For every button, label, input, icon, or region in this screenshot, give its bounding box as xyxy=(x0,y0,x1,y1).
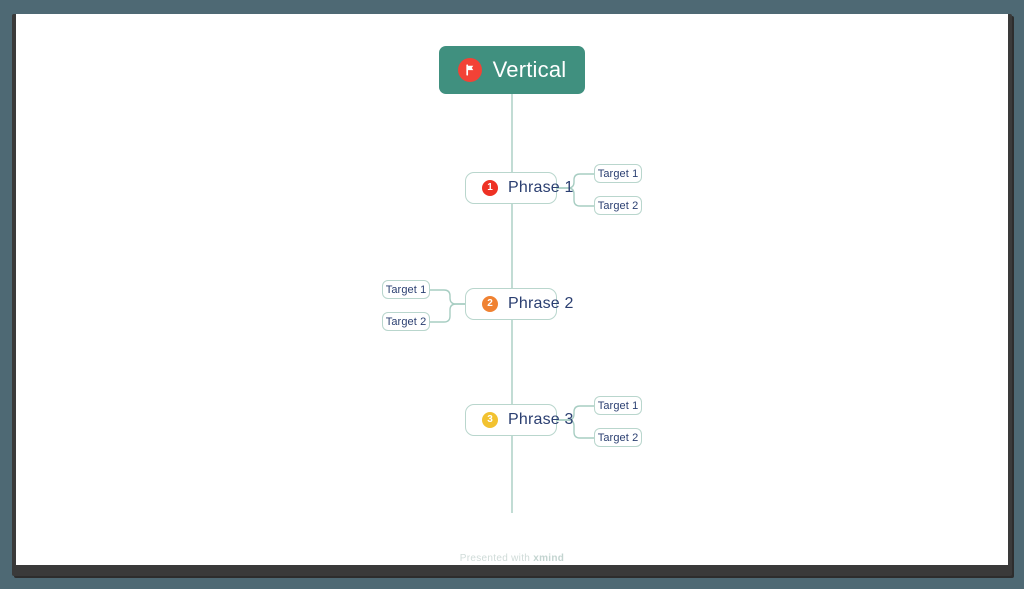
target-node-2-1[interactable]: Target 1 xyxy=(382,280,430,299)
branch-label-1: Phrase 1 xyxy=(508,179,574,196)
branch-badge-1: 1 xyxy=(482,180,498,196)
branch-node-phrase-1[interactable]: 1 Phrase 1 xyxy=(465,172,573,204)
connector-phrase2-target1 xyxy=(430,289,467,305)
target-label: Target 1 xyxy=(597,399,639,412)
footer-prefix: Presented with xyxy=(459,553,534,564)
footer-brand: xmind xyxy=(533,553,565,564)
branch-badge-2: 2 xyxy=(482,296,498,312)
connector-phrase2-target2 xyxy=(430,303,467,323)
target-node-3-1[interactable]: Target 1 xyxy=(594,396,642,415)
root-node[interactable]: Vertical xyxy=(439,46,585,94)
target-label: Target 2 xyxy=(597,431,639,444)
footer-credit: Presented with xmind xyxy=(16,553,1008,564)
branch-node-phrase-3[interactable]: 3 Phrase 3 xyxy=(465,404,573,436)
target-node-3-2[interactable]: Target 2 xyxy=(594,428,642,447)
mindmap-canvas[interactable]: Vertical 1 Phrase 1 Target 1 Target 2 2 … xyxy=(16,14,1008,565)
target-label: Target 1 xyxy=(385,283,427,296)
target-node-2-2[interactable]: Target 2 xyxy=(382,312,430,331)
mindmap-stage: Vertical 1 Phrase 1 Target 1 Target 2 2 … xyxy=(16,14,1008,565)
flag-circle-icon xyxy=(457,58,482,82)
target-node-1-1[interactable]: Target 1 xyxy=(594,164,642,183)
target-node-1-2[interactable]: Target 2 xyxy=(594,196,642,215)
branch-badge-3: 3 xyxy=(482,412,498,428)
target-label: Target 2 xyxy=(597,199,639,212)
target-label: Target 2 xyxy=(385,315,427,328)
branch-label-3: Phrase 3 xyxy=(508,411,574,428)
branch-label-2: Phrase 2 xyxy=(508,295,574,312)
branch-node-phrase-2[interactable]: 2 Phrase 2 xyxy=(465,288,573,320)
root-label: Vertical xyxy=(492,57,567,82)
target-label: Target 1 xyxy=(597,167,639,180)
